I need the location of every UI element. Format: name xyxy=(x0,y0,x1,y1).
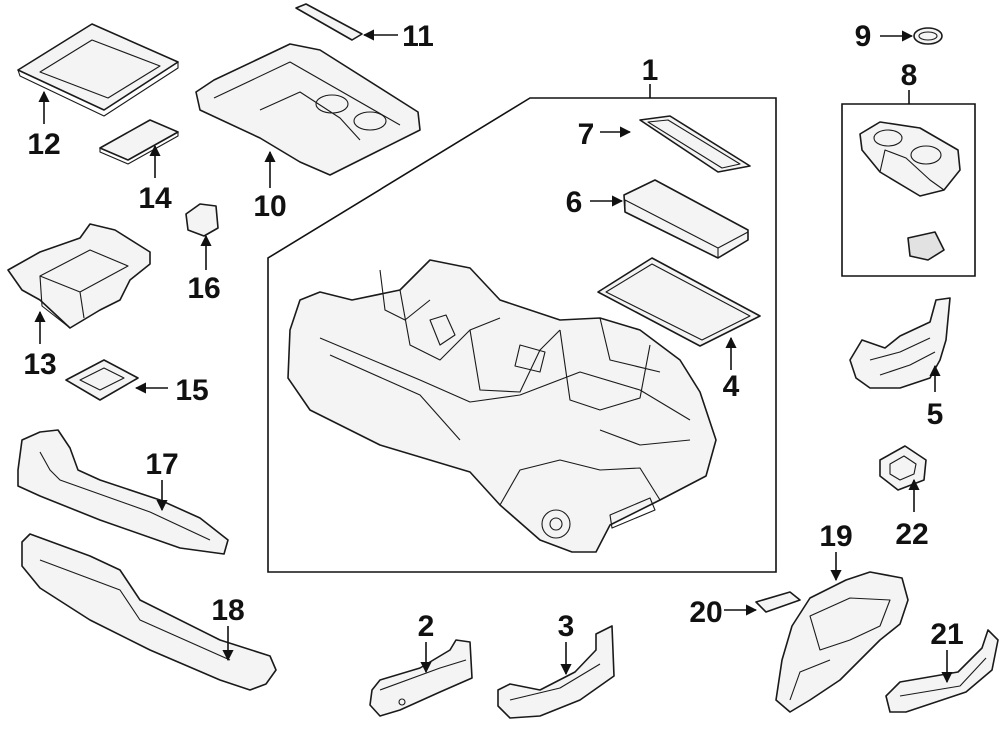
callout-12: 12 xyxy=(27,128,60,161)
part-6-tray[interactable] xyxy=(623,179,749,259)
callout-15: 15 xyxy=(175,374,208,407)
part-12-bin-lid[interactable] xyxy=(17,23,179,117)
part-9-ring[interactable] xyxy=(913,27,943,45)
part-4-mat[interactable] xyxy=(597,257,761,347)
callout-7: 7 xyxy=(578,118,595,151)
part-3-bracket[interactable] xyxy=(497,625,615,719)
part-17-side-trim[interactable] xyxy=(17,429,229,555)
callout-18: 18 xyxy=(211,594,244,627)
part-8-cup-holder[interactable] xyxy=(859,121,961,261)
part-19-rear-panel[interactable] xyxy=(775,571,909,713)
part-13-storage-bin[interactable] xyxy=(7,223,151,329)
assembly-8-frame xyxy=(841,103,976,277)
callout-13: 13 xyxy=(23,348,56,381)
part-10-top-trim[interactable] xyxy=(195,43,421,176)
callout-8: 8 xyxy=(901,59,918,92)
part-1-console-body[interactable] xyxy=(287,259,717,553)
part-11-strip[interactable] xyxy=(295,3,363,41)
callout-11: 11 xyxy=(402,20,434,53)
callout-20: 20 xyxy=(689,596,722,629)
callout-22: 22 xyxy=(895,518,928,551)
part-20-clip[interactable] xyxy=(755,591,801,613)
part-21-trim-strip[interactable] xyxy=(885,629,999,713)
part-22-switch[interactable] xyxy=(879,445,927,491)
callout-16: 16 xyxy=(187,272,220,305)
callout-10: 10 xyxy=(253,190,286,223)
callout-labels: 1 2 3 4 5 6 7 8 9 10 11 12 13 14 15 16 1… xyxy=(23,20,963,651)
callout-17: 17 xyxy=(145,448,178,481)
callout-1: 1 xyxy=(642,54,659,87)
callout-5: 5 xyxy=(927,398,944,431)
callout-9: 9 xyxy=(855,20,872,53)
callout-4: 4 xyxy=(723,370,740,403)
callout-19: 19 xyxy=(819,520,852,553)
part-5-side-panel[interactable] xyxy=(849,297,951,389)
assembly-1-frame xyxy=(267,97,777,573)
callout-21: 21 xyxy=(930,618,963,651)
part-15-bezel[interactable] xyxy=(65,359,139,401)
callout-14: 14 xyxy=(138,182,172,215)
part-14-small-tray[interactable] xyxy=(99,119,179,165)
leader-lines xyxy=(34,29,953,684)
part-18-lower-panel[interactable] xyxy=(21,533,277,691)
callout-6: 6 xyxy=(566,186,583,219)
part-7-pad[interactable] xyxy=(639,115,751,173)
part-16-clip[interactable] xyxy=(185,203,219,237)
callout-3: 3 xyxy=(558,610,575,643)
callout-2: 2 xyxy=(418,610,435,643)
part-2-bracket[interactable] xyxy=(369,639,473,717)
